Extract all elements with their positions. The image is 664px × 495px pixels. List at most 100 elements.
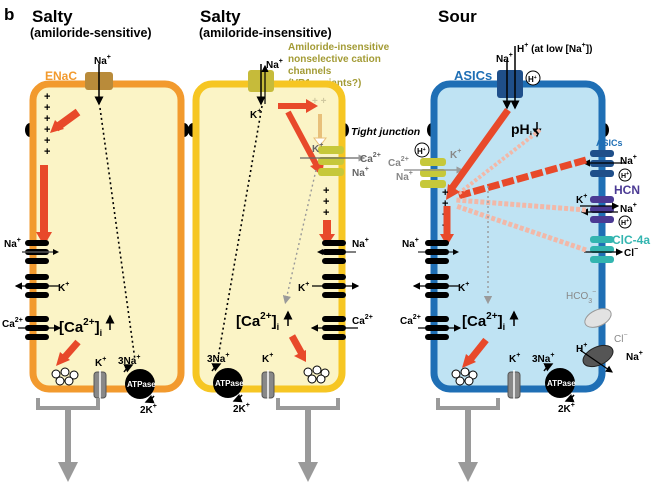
- tj-na-label: Na+: [352, 166, 369, 179]
- ca-channel-label: Ca2+: [352, 314, 373, 327]
- pump-3na-label: 3Na+: [532, 352, 554, 365]
- output-bracket: [276, 398, 340, 410]
- k-channel-label: K+: [298, 281, 309, 294]
- ca-channel-label: Ca2+: [400, 314, 421, 327]
- svg-text:+: +: [44, 91, 50, 103]
- red-arrow-junction: [285, 110, 321, 170]
- k-channel-label: K+: [58, 281, 69, 294]
- ca-channel: [310, 316, 358, 340]
- anion-exchanger: [584, 308, 612, 328]
- ca-channel: [18, 316, 62, 340]
- k-leak-label: K+: [509, 352, 520, 365]
- k-top-label: K+: [250, 108, 261, 121]
- membrane-depolarization-plus: +++ +++: [44, 91, 50, 158]
- na-voltage-channel: [22, 240, 59, 264]
- panel3-title: Sour: [438, 7, 477, 26]
- asics-right-channel: [582, 150, 626, 177]
- vesicles: [51, 367, 79, 386]
- asics-right-label: ASICs: [596, 138, 623, 148]
- svg-text:+: +: [44, 146, 50, 158]
- tight-junction-label: Tight junction: [351, 126, 420, 138]
- nhe-na-label: Na+: [626, 350, 643, 363]
- na-top-label: Na+: [266, 58, 283, 71]
- red-arrow-asics: [449, 107, 511, 191]
- panel-letter: b: [4, 5, 14, 24]
- svg-text:H+: H+: [621, 218, 629, 227]
- panel2-title: Salty: [200, 7, 241, 26]
- na-channel-label: Na+: [4, 237, 21, 250]
- panel1-title: Salty: [32, 7, 73, 26]
- svg-text:+: +: [44, 102, 50, 114]
- panel1-subtitle: (amiloride-sensitive): [30, 26, 152, 40]
- k-channel-label: K+: [458, 281, 469, 294]
- output-arrow: [58, 462, 78, 482]
- membrane-plus-faint: + +: [312, 96, 327, 107]
- svg-text:+: +: [323, 196, 329, 208]
- atpase-label: ATPase: [127, 380, 156, 389]
- output-bracket: [436, 398, 500, 410]
- k-channel: [312, 274, 360, 298]
- svg-text:+: +: [442, 187, 448, 199]
- hcn-k-label: K+: [576, 193, 587, 206]
- atpase-label: ATPase: [547, 379, 576, 388]
- ca-concentration: [Ca2+]i: [59, 317, 102, 338]
- k-leak-label: K+: [95, 356, 106, 369]
- na-voltage-channel: [418, 240, 459, 264]
- membrane-plus-right: +++: [323, 185, 329, 219]
- hco3-label: HCO3−: [566, 289, 596, 305]
- output-arrow: [458, 462, 478, 482]
- hcn-na-label: Na+: [620, 202, 637, 215]
- tj-ca-label: Ca2+: [360, 152, 381, 165]
- svg-text:+: +: [44, 124, 50, 136]
- panel-sour: Sour ASICs H+ (at low [Na+]) Na+ H+ pHi …: [388, 7, 650, 482]
- atpase-pump: [213, 368, 243, 398]
- svg-text:nonselective cation: nonselective cation: [288, 54, 381, 65]
- tj-na-label: Na+: [396, 170, 413, 183]
- enac-label: ENaC: [45, 69, 77, 83]
- tight-junction-channel: [404, 158, 464, 188]
- svg-text:+: +: [442, 198, 448, 210]
- svg-text:+: +: [323, 207, 329, 219]
- atpase-pump: [545, 368, 575, 398]
- output-bracket: [36, 398, 100, 410]
- k-channel: [14, 274, 60, 298]
- enac-na-label: Na+: [94, 54, 111, 67]
- svg-text:H+: H+: [528, 75, 537, 84]
- vesicles: [451, 367, 478, 386]
- atpase-label: ATPase: [215, 379, 244, 388]
- panel-salty-insensitive: Salty (amiloride-insensitive) Amiloride-…: [188, 7, 420, 482]
- svg-text:channels: channels: [288, 66, 332, 77]
- h-top-label: H+ (at low [Na+]): [517, 42, 592, 55]
- h-circle-top: [525, 70, 541, 86]
- output-arrow: [298, 462, 318, 482]
- na-top-label: Na+: [496, 52, 513, 65]
- na-voltage-channel: [317, 240, 356, 264]
- panel-salty-sensitive: Salty (amiloride-sensitive) ENaC Na+ +++…: [2, 7, 189, 482]
- tj-ca-label: Ca2+: [388, 156, 409, 169]
- k-channel: [412, 274, 460, 298]
- clc-channel: [584, 236, 624, 263]
- asics-channel: [497, 70, 523, 98]
- svg-text:+: +: [44, 135, 50, 147]
- hcn-label: HCN: [614, 183, 640, 197]
- svg-text:H+: H+: [621, 171, 629, 180]
- na-channel-label: Na+: [352, 237, 369, 250]
- pump-2k-label: 2K+: [233, 402, 250, 415]
- atpase-pump: [125, 369, 155, 399]
- ca-concentration: [Ca2+]i: [462, 311, 505, 332]
- k-leak-label: K+: [262, 352, 273, 365]
- nhe-exchanger: [582, 344, 614, 368]
- ca-concentration: [Ca2+]i: [236, 311, 279, 332]
- vesicles: [303, 365, 330, 384]
- pump-3na-label: 3Na+: [207, 352, 229, 365]
- asics-label: ASICs: [454, 68, 492, 83]
- hcn-h-circle: [618, 215, 632, 229]
- svg-text:+ +: + +: [312, 96, 327, 107]
- nhe-h-label: H+: [576, 342, 587, 355]
- tj-k-label: K+: [312, 142, 323, 155]
- exchanger-cl-label: Cl−: [614, 332, 628, 345]
- panel2-subtitle: (amiloride-insensitive): [199, 26, 332, 40]
- pump-3na-label: 3Na+: [118, 354, 140, 367]
- ca-channel-label: Ca2+: [2, 317, 23, 330]
